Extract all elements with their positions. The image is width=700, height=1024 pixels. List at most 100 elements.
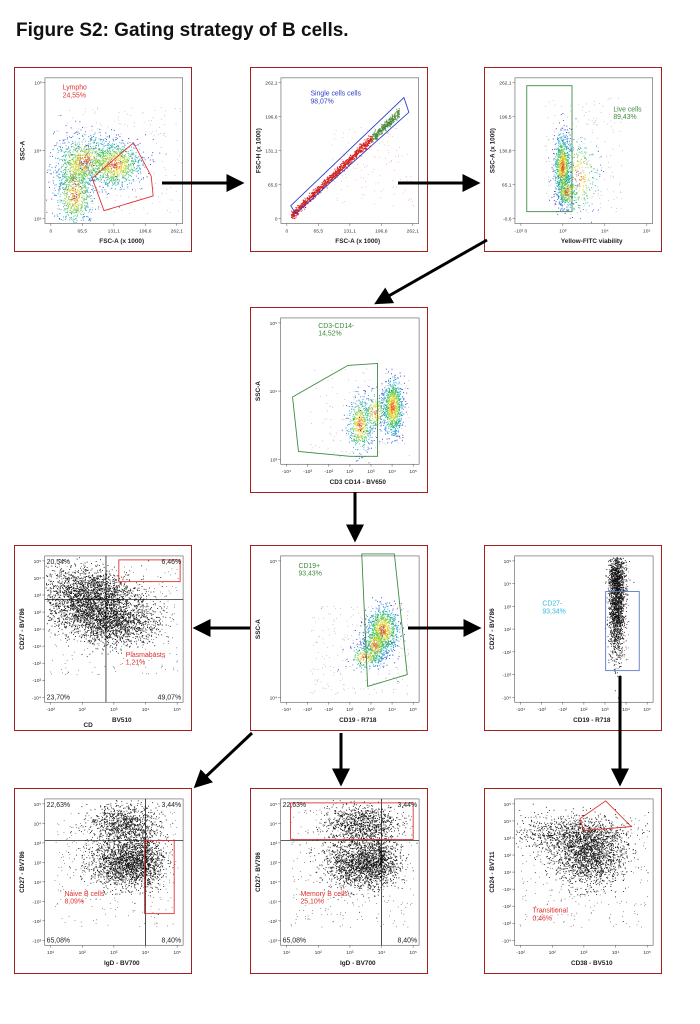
y-tick-label: 130,8: [499, 149, 512, 155]
x-tick-label: 10⁵: [409, 950, 417, 956]
y-axis-label: SSC-A: [255, 619, 262, 639]
y-tick-label: 10⁵: [270, 802, 278, 808]
y-tick-label: 10³: [270, 457, 277, 463]
quadrant-lower-right: 8,40%: [162, 937, 182, 944]
x-tick-label: 0: [285, 228, 288, 234]
gate-label: CD19+: [298, 563, 320, 570]
x-tick-label: -10⁴: [282, 707, 291, 713]
x-tick-label: -10²: [46, 707, 55, 713]
x-tick-label: 10⁴: [388, 707, 396, 713]
y-tick-label: 196,5: [499, 115, 512, 121]
y-axis-label: CD27 - BV786: [489, 608, 496, 650]
y-tick-label: 10⁴: [34, 576, 42, 582]
y-tick-label: 10²: [270, 860, 277, 866]
y-axis-label: FSC-H (x 1000): [255, 128, 262, 173]
y-axis-label: SSC-A: [19, 140, 26, 160]
x-tick-label: 10³: [559, 228, 566, 234]
y-tick-label: 10⁴: [504, 582, 512, 588]
x-tick-label: 10²: [346, 469, 353, 475]
y-tick-label: -10⁴: [502, 938, 511, 944]
x-tick-label: -10²: [558, 707, 567, 713]
x-tick-label: 10⁴: [142, 950, 150, 956]
y-tick-label: 10²: [34, 610, 41, 616]
gate-percentage: 24,55%: [63, 93, 86, 100]
x-tick-label: 10³: [110, 950, 117, 956]
x-axis-label: CD19 - R718: [339, 717, 377, 724]
y-tick-label: -10²: [268, 919, 277, 925]
gate-label: Plasmabasts: [126, 652, 166, 659]
y-tick-label: 10¹: [34, 627, 41, 633]
plasmablast-gate: [118, 559, 181, 583]
x-tick-label: -10²: [516, 950, 525, 956]
x-tick-label: 10¹: [47, 950, 54, 956]
y-tick-label: 10⁵: [34, 802, 42, 808]
x-tick-label: 10²: [79, 707, 86, 713]
x-tick-label: 10⁴: [388, 469, 396, 475]
lympho-gate: [91, 142, 154, 212]
x-tick-label: 10⁴: [622, 707, 630, 713]
x-tick-label: -10²: [324, 707, 333, 713]
gate-percentage: 98,07%: [310, 98, 333, 105]
memory-b-cells-gate: [290, 802, 414, 840]
y-tick-label: -10³: [32, 678, 41, 684]
y-axis-label: CD27 - BV786: [19, 851, 26, 893]
gate-label: CD27-: [542, 600, 562, 607]
x-tick-label: -10³ 0: [514, 228, 527, 234]
x-tick-label: 10⁴: [378, 950, 386, 956]
x-tick-label: 131,1: [108, 228, 121, 234]
x-tick-label: 65,5: [78, 228, 88, 234]
x-tick-label: 10³: [367, 707, 374, 713]
quadrant-lower-left: 65,08%: [283, 937, 306, 944]
gate-percentage: 93,34%: [542, 608, 565, 615]
y-tick-label: -10¹: [32, 899, 41, 905]
gate-label: CD3-CD14-: [318, 323, 354, 330]
arrow-cd19-to-naive: [193, 731, 254, 789]
cd27-negative-gate: [605, 591, 640, 672]
y-tick-label: 10⁵: [270, 321, 278, 327]
x-tick-label: -10³: [303, 707, 312, 713]
y-tick-label: 10⁴: [270, 695, 278, 701]
x-tick-label: -10⁴: [282, 469, 291, 475]
y-axis-label: SSC-A (x 1000): [489, 128, 496, 173]
y-tick-label: 10³: [34, 593, 41, 599]
gate-label: Memory B cells: [300, 891, 348, 898]
x-tick-label: 196,6: [375, 228, 388, 234]
y-tick-label: -10³: [502, 921, 511, 927]
x-axis-label: CD38 - BV510: [571, 960, 613, 967]
x-tick-label: 10³: [601, 707, 608, 713]
y-tick-label: 65,1: [502, 183, 512, 189]
gate-label: Naive B cells: [64, 891, 104, 898]
quadrant-lower-left: 65,08%: [47, 937, 70, 944]
x-tick-label: 10³: [367, 469, 374, 475]
y-tick-label: 10²: [34, 860, 41, 866]
y-tick-label: -0,6: [503, 216, 512, 222]
y-tick-label: 10³: [270, 841, 277, 847]
x-tick-label: 10⁵: [173, 950, 181, 956]
y-tick-label: -10³: [268, 938, 277, 944]
y-tick-label: 10³: [34, 841, 41, 847]
x-tick-label: 10²: [549, 950, 556, 956]
x-tick-label: 10⁵: [173, 707, 181, 713]
y-tick-label: 10⁴: [270, 389, 278, 395]
y-tick-label: -10³: [502, 673, 511, 679]
gate-percentage: 14,52%: [318, 331, 341, 338]
x-tick-label: 0: [49, 228, 52, 234]
y-tick-label: 10⁴: [34, 821, 42, 827]
x-tick-label: 10⁵: [643, 707, 651, 713]
y-tick-label: 196,6: [265, 115, 278, 121]
x-tick-label: 10¹: [283, 950, 290, 956]
x-tick-label: -10³: [303, 469, 312, 475]
gate-percentage: 1,21%: [126, 660, 146, 667]
y-tick-label: 10³: [34, 81, 41, 87]
